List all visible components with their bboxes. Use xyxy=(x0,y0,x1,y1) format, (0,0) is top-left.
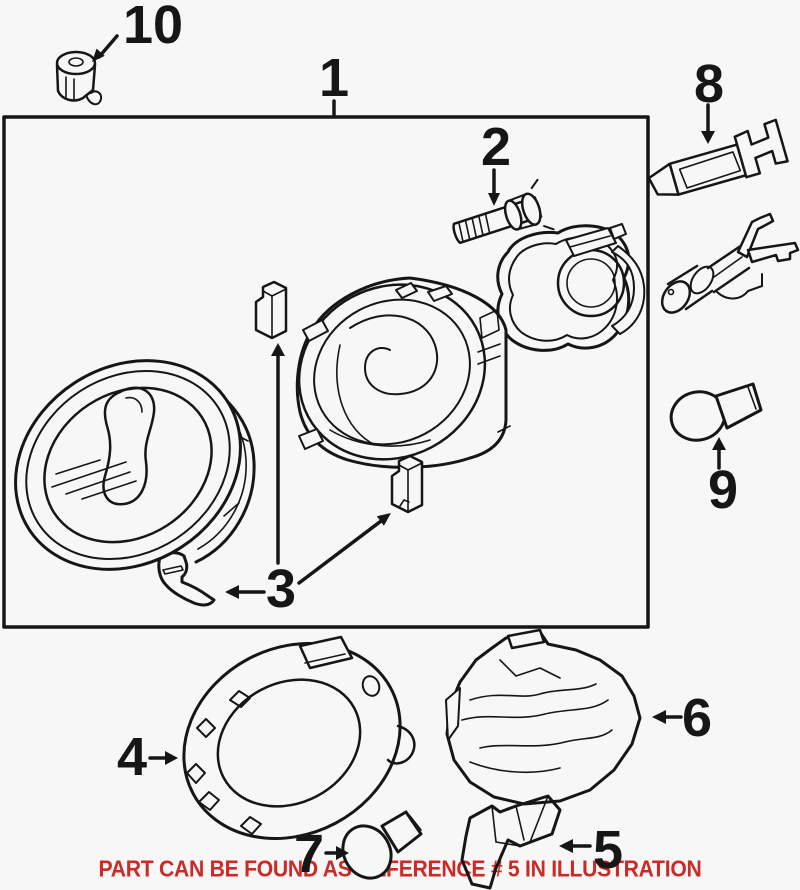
callout-1: 1 xyxy=(318,48,350,108)
connector-drawing xyxy=(660,212,800,314)
callout-3: 3 xyxy=(265,559,297,619)
clip-drawing-lower xyxy=(390,454,424,514)
callout-10: 10 xyxy=(122,0,184,55)
leader-arrow-10 xyxy=(92,34,119,62)
part-4-ring-drawing xyxy=(182,635,416,841)
leader-arrow-2 xyxy=(488,168,500,206)
bracket-drawing xyxy=(157,551,216,607)
callout-5: 5 xyxy=(592,820,624,880)
leader-arrow-4 xyxy=(148,751,178,765)
part-9-bulb-drawing xyxy=(669,382,763,442)
part-7-bulb-drawing xyxy=(341,810,423,880)
lens-drawing xyxy=(14,359,256,571)
leader-arrow-6 xyxy=(652,710,683,724)
housing-drawing xyxy=(295,276,511,469)
reference-note: PART CAN BE FOUND AS REFERENCE # 5 IN IL… xyxy=(98,855,702,882)
leader-arrow-3-up xyxy=(271,343,285,565)
callout-8: 8 xyxy=(693,54,725,114)
leader-arrow-5 xyxy=(559,839,592,853)
callout-9: 9 xyxy=(707,460,739,520)
callout-2: 2 xyxy=(480,117,512,177)
assembly-boundary-box xyxy=(2,99,650,629)
leader-arrow-8 xyxy=(701,103,715,144)
callout-6: 6 xyxy=(681,688,713,748)
leader-arrow-7 xyxy=(324,846,349,860)
part-10-socket-drawing xyxy=(55,50,103,106)
leader-arrow-9 xyxy=(712,437,726,470)
seal-and-holder-drawing xyxy=(496,223,646,352)
leader-arrow-3-diagonal xyxy=(297,513,391,585)
part-8-holder-drawing xyxy=(647,118,789,196)
part-2-bolt-drawing xyxy=(452,178,555,245)
callout-7: 7 xyxy=(293,824,325,884)
callout-4: 4 xyxy=(116,727,148,787)
part-6-cover-drawing xyxy=(445,628,642,806)
part-5-clip-drawing xyxy=(460,794,562,890)
leader-arrow-3-left xyxy=(225,585,266,599)
clip-drawing-upper xyxy=(254,280,288,340)
